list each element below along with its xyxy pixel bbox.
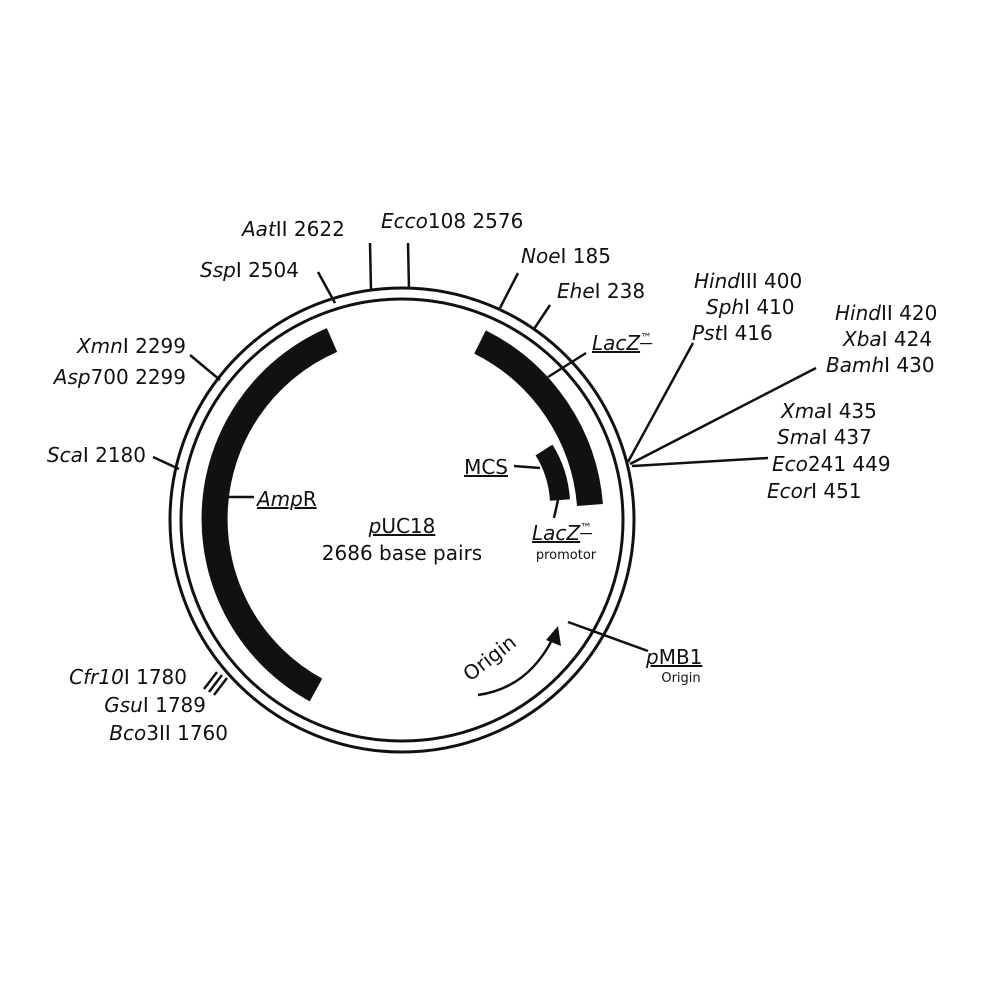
scai-line [152,455,180,471]
site-ehei: EheI 238 [557,279,645,303]
site-ecco108: Ecco108 2576 [381,209,523,233]
site-eco241: Eco241 449 [772,452,891,476]
site-xmni: XmnI 2299 [76,334,186,358]
lacz-label: LacZ™ [592,331,652,355]
lacz-label-line [547,351,587,379]
plasmid-outer-ring [168,286,636,754]
site-asp700: Asp700 2299 [52,365,186,389]
aatii-line [368,242,373,292]
ehei-line [532,304,552,330]
mcs-label: MCS [464,455,508,479]
bco3ii-line [213,677,228,696]
site-scai: ScaI 2180 [47,443,146,467]
promoter-label: promotor [536,548,597,563]
plasmid-size: 2686 base pairs [322,541,482,565]
site-smai: SmaI 437 [777,425,872,449]
pmb1-origin-sublabel: Origin [661,671,700,686]
site-xbai: XbaI 424 [842,327,932,351]
asp700-line [189,354,221,381]
mcs-label-line [513,464,541,470]
plasmid-inner-ring [179,297,625,743]
ampr-gene-arc [201,328,338,702]
site-cfr10i: Cfr10I 1780 [69,665,187,689]
gsui-line [208,674,223,693]
cfr10i-line [203,671,218,690]
site-noei: NoeI 185 [521,244,611,268]
site-xmai: XmaI 435 [780,399,877,423]
pmb1-line [567,620,649,653]
site-hindii: HindII 420 [835,301,937,325]
origin-arrow [477,637,555,697]
plasmid-name: pUC18 [368,514,436,538]
site-ecori: EcorI 451 [767,479,862,503]
pmb1-label: pMB1 [645,645,702,669]
site-sphi: SphI 410 [706,295,795,319]
site-psti: PstI 416 [692,321,773,345]
origin-arrow-label: Origin [458,630,520,686]
lacz-promoter-label: LacZ™ [532,521,592,545]
site-sspi: SspI 2504 [200,258,299,282]
site-gsui: GsuI 1789 [104,693,206,717]
eco241-line [631,456,769,468]
site-bco3ii: Bco3II 1760 [109,721,228,745]
sspi-line [316,271,337,304]
origin-arrowhead [546,626,561,646]
promoter-label-line [552,499,560,519]
mcs-arc [535,444,570,501]
site-hindiii: HindIII 400 [694,269,802,293]
bamhi-line [629,366,817,466]
noei-line [498,272,520,309]
lacz-gene-arc [474,330,603,507]
site-bamhi: BamhI 430 [826,353,935,377]
site-aatii: AatII 2622 [240,217,345,241]
ecco108-line [406,242,411,290]
psti-line [626,342,695,463]
ampr-label: AmpR [255,487,317,511]
